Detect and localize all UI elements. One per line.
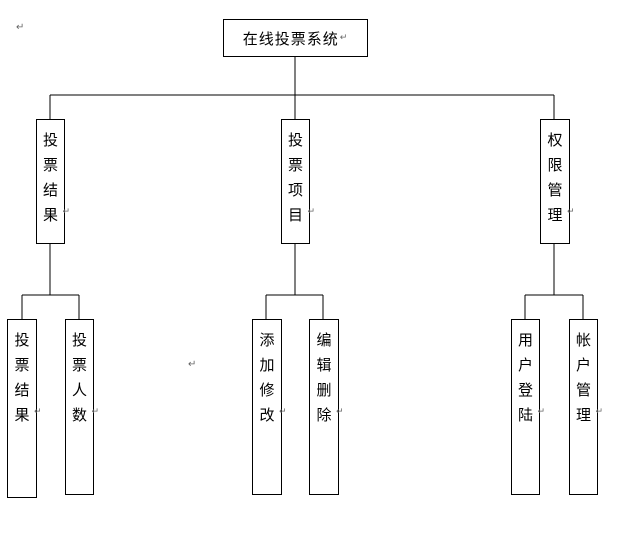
return-mark: ↵ — [33, 407, 42, 417]
label-char: 投 — [42, 131, 58, 149]
label-char: 结 — [14, 381, 30, 399]
leaf-node: 投票人数 ↵ — [65, 319, 99, 495]
label-char: 登 — [517, 381, 533, 399]
node-label: 投票项目 ↵ — [287, 128, 315, 228]
leaf-node: 投票结果↵ — [7, 319, 42, 498]
paragraph-mark: ↵ — [16, 22, 25, 33]
label-char: 项 — [287, 181, 303, 199]
label-char: 票 — [71, 356, 87, 374]
label-char: 管 — [575, 381, 591, 399]
label-char: 改 — [259, 406, 275, 424]
label-char: 果 — [14, 406, 30, 424]
return-mark: ↵ — [278, 407, 287, 417]
label-char: 结 — [42, 181, 58, 199]
return-mark: ↵ — [91, 407, 99, 417]
leaf-node: 帐户管理 ↵ — [569, 319, 603, 495]
node-label: 投票结果↵ — [14, 328, 41, 428]
label-char: 用 — [517, 331, 533, 349]
label-char: 辑 — [316, 356, 332, 374]
leaf-node: 添加修改↵ — [252, 319, 287, 495]
paragraph-mark: ↵ — [188, 359, 197, 370]
branch-node: 投票结果 ↵ — [36, 119, 70, 244]
node-label: 投票人数 ↵ — [71, 328, 99, 428]
node-label: 编辑删除↵ — [316, 328, 343, 428]
label-char: 票 — [14, 356, 30, 374]
node-label: 权限管理↵ — [547, 128, 574, 228]
label-char: 编 — [316, 331, 332, 349]
node-label: 添加修改↵ — [259, 328, 286, 428]
label-char: 除 — [316, 406, 332, 424]
label-char: 理 — [575, 406, 591, 424]
node-label: 帐户管理 ↵ — [575, 328, 603, 428]
label-char: 修 — [259, 381, 275, 399]
label-char: 限 — [547, 156, 563, 174]
label-char: 删 — [316, 381, 332, 399]
label-char: 管 — [547, 181, 563, 199]
return-mark: ↵ — [307, 207, 315, 217]
label-char: 投 — [71, 331, 87, 349]
return-mark: ↵ — [595, 407, 603, 417]
return-mark: ↵ — [339, 33, 349, 43]
return-mark: ↵ — [335, 407, 344, 417]
label-char: 权 — [547, 131, 563, 149]
label-char: 加 — [259, 356, 275, 374]
label-char: 陆 — [517, 406, 533, 424]
label-char: 人 — [71, 381, 87, 399]
return-mark: ↵ — [62, 207, 70, 217]
branch-node: 权限管理↵ — [540, 119, 575, 244]
root-label: 在线投票系统 — [242, 29, 339, 48]
label-char: 数 — [71, 406, 87, 424]
return-mark: ↵ — [537, 407, 545, 417]
label-char: 目 — [287, 206, 303, 224]
label-char: 理 — [547, 206, 563, 224]
label-char: 户 — [575, 356, 591, 374]
label-char: 户 — [517, 356, 533, 374]
label-char: 投 — [287, 131, 303, 149]
branch-node: 投票项目 ↵ — [281, 119, 315, 244]
leaf-node: 编辑删除↵ — [309, 319, 344, 495]
label-char: 帐 — [575, 331, 591, 349]
label-char: 票 — [42, 156, 58, 174]
node-label: 用户登陆 ↵ — [517, 328, 545, 428]
return-mark: ↵ — [566, 207, 575, 217]
label-char: 添 — [259, 331, 275, 349]
node-label: 投票结果 ↵ — [42, 128, 70, 228]
label-char: 投 — [14, 331, 30, 349]
leaf-node: 用户登陆 ↵ — [511, 319, 545, 495]
root-node: 在线投票系统↵ — [223, 19, 368, 57]
label-char: 票 — [287, 156, 303, 174]
label-char: 果 — [42, 206, 58, 224]
